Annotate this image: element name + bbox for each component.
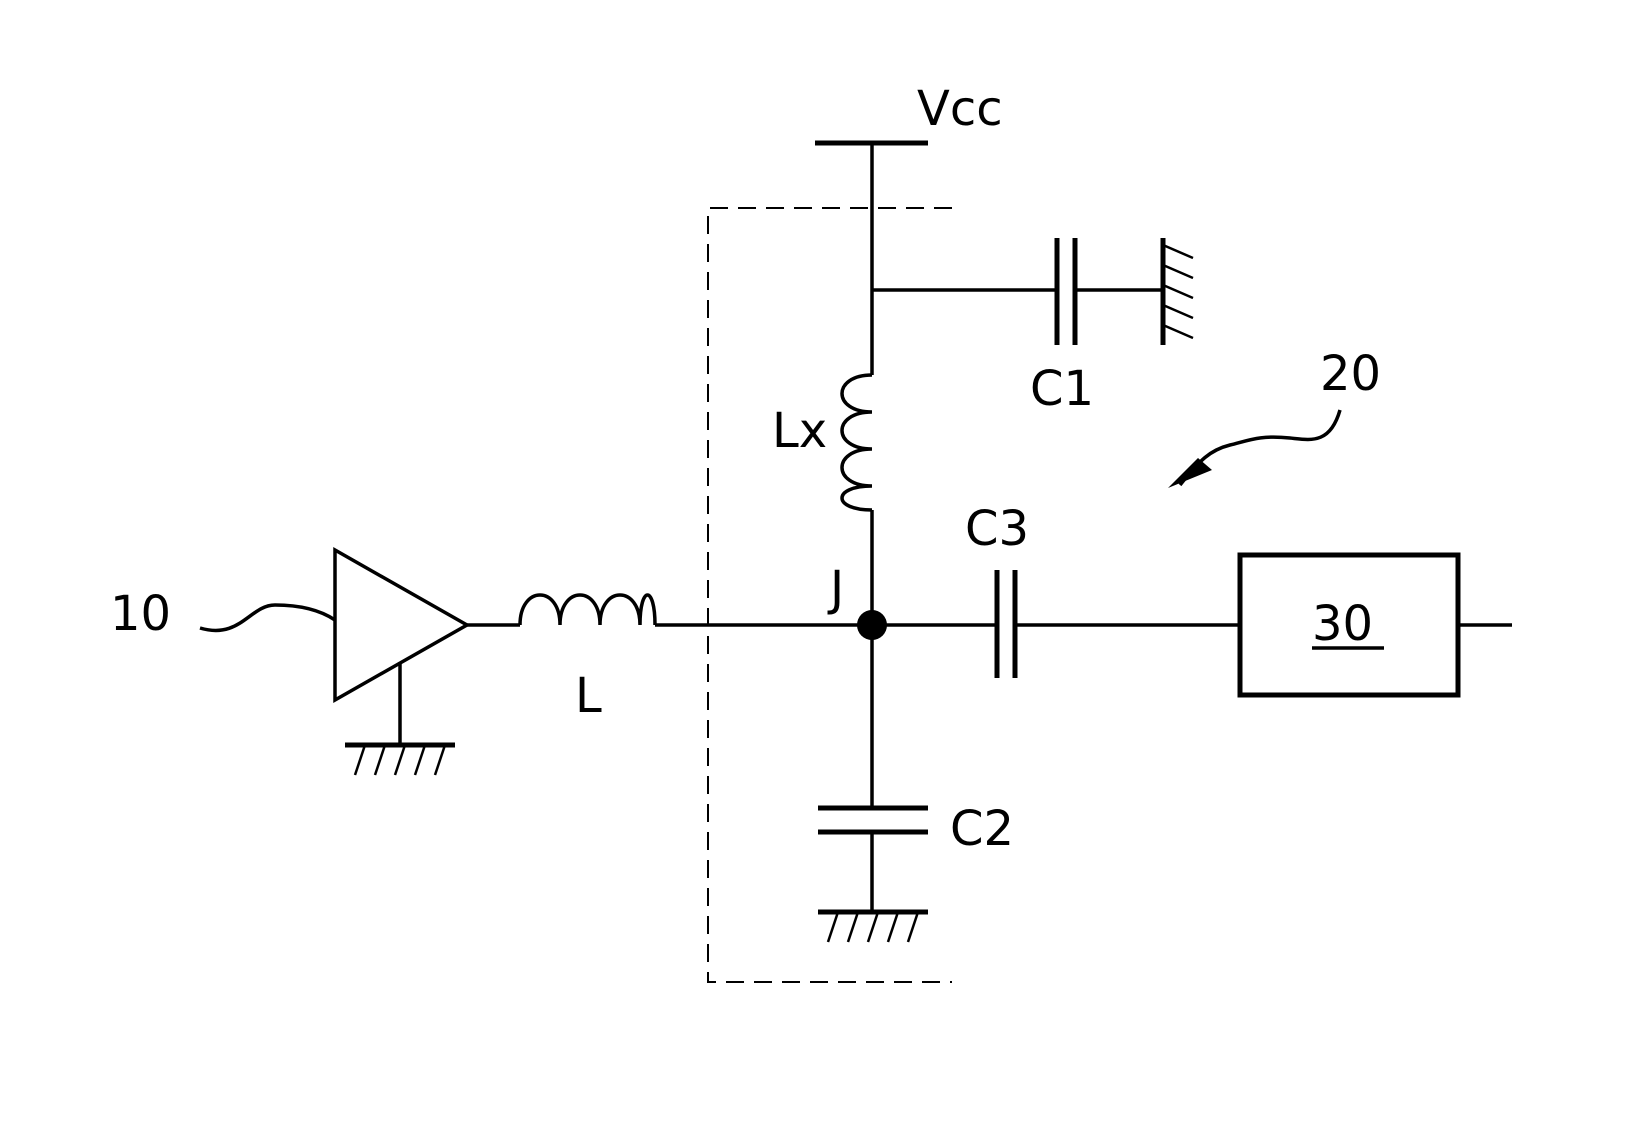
ref-20-label: 20 (1320, 346, 1381, 402)
ref-10-leader (200, 605, 335, 631)
ref-20-arrowhead (1168, 458, 1212, 488)
capacitor-c2 (818, 808, 928, 832)
ref-20-leader (1180, 410, 1340, 485)
capacitor-c3 (997, 570, 1015, 678)
j-label: J (827, 561, 844, 617)
c2-label: C2 (950, 801, 1014, 857)
lx-label: Lx (772, 403, 827, 459)
ground-c2 (818, 912, 928, 942)
l-label: L (575, 668, 602, 724)
capacitor-c1 (1057, 238, 1075, 345)
vcc-label: Vcc (917, 81, 1003, 137)
ground-amplifier (345, 745, 455, 775)
c1-label: C1 (1030, 361, 1094, 417)
inductor-l (520, 595, 655, 625)
inductor-lx (842, 375, 872, 510)
ref-30-label: 30 (1312, 596, 1373, 652)
ref-10-label: 10 (110, 586, 171, 642)
c3-label: C3 (965, 501, 1029, 557)
ground-c1 (1163, 238, 1193, 345)
